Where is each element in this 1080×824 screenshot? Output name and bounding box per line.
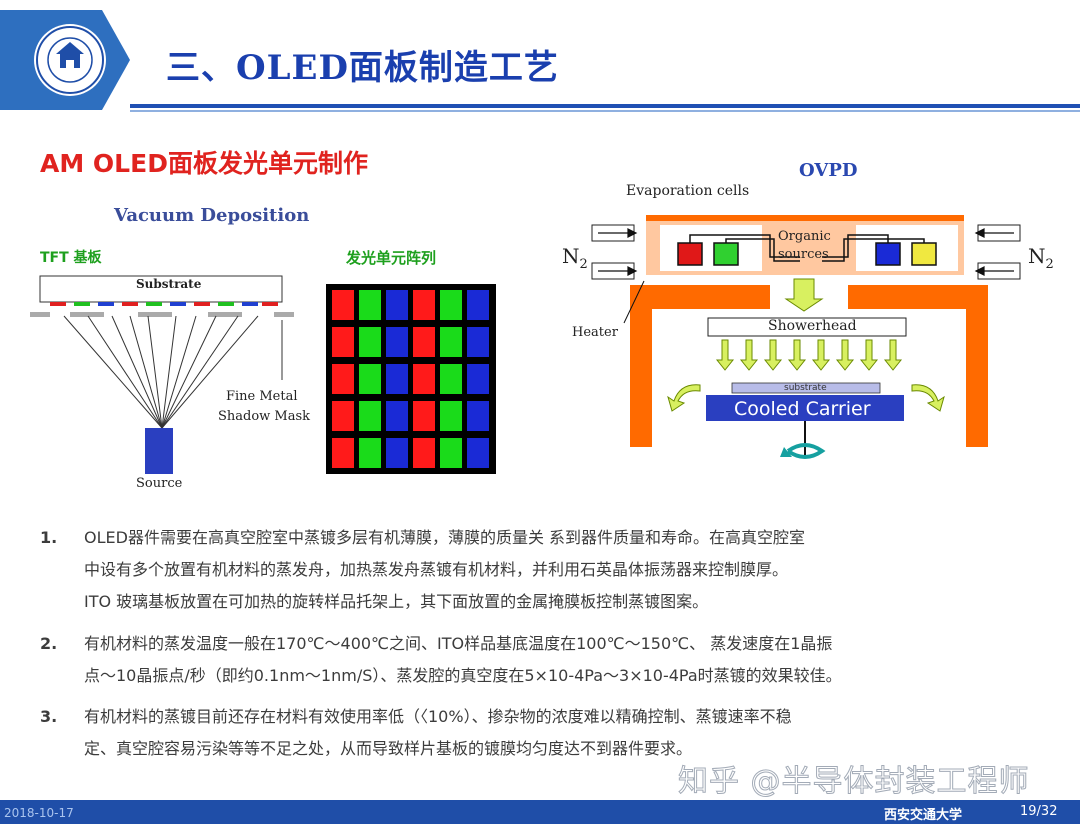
pixel-cell (467, 364, 489, 394)
pixel-cell (332, 364, 354, 394)
university-logo (22, 10, 130, 110)
evaporation-cells-label: Evaporation cells (626, 183, 750, 199)
body-item-2-line-2: 点～10晶振点/秒（即约0.1nm～1nm/S）、蒸发腔的真空度在5×10-4P… (84, 666, 842, 685)
body-item-3-line-1: 有机材料的蒸镀目前还存在材料有效使用率低（〈10%）、掺杂物的浓度难以精确控制、… (84, 707, 792, 726)
pixel-cell (359, 364, 381, 394)
source-block (145, 428, 173, 474)
pixel-cell (440, 327, 462, 357)
pixel-cell (467, 327, 489, 357)
source-label: Source (136, 476, 183, 491)
pixel-cell (440, 438, 462, 468)
cell-blue (875, 242, 901, 266)
pixel-cell (332, 290, 354, 320)
pixel-cell (332, 401, 354, 431)
body-item-3-number: 3. (40, 707, 58, 726)
footer-bar (0, 800, 1080, 824)
n2-right-subscript: 2 (1045, 257, 1054, 272)
n2-right-label: N2 (1028, 244, 1054, 272)
body-item-1-line-3: ITO 玻璃基板放置在可加热的旋转样品托架上，其下面放置的金属掩膜板控制蒸镀图案… (84, 592, 709, 611)
cooled-carrier (706, 395, 904, 421)
pixel-cell (440, 290, 462, 320)
mask-label-line2: Shadow Mask (218, 409, 311, 424)
body-item-3-line-2: 定、真空腔容易污染等等不足之处，从而导致样片基板的镀膜均匀度达不到器件要求。 (84, 739, 693, 758)
organic-sources-line2: sources (778, 247, 829, 262)
showerhead-label: Showerhead (768, 318, 857, 334)
pixel-cell (413, 438, 435, 468)
pixel-cell (386, 401, 408, 431)
pixel-cell (440, 364, 462, 394)
mask-label-line1: Fine Metal (226, 389, 298, 404)
section-title: AM OLED面板发光单元制作 (40, 149, 368, 178)
pixel-cell (413, 401, 435, 431)
header-band (0, 0, 1080, 118)
pixel-cell (332, 438, 354, 468)
ovpd-title: OVPD (799, 160, 858, 181)
pixel-cell (359, 401, 381, 431)
substrate-box (39, 275, 283, 303)
pixel-cell (440, 401, 462, 431)
body-item-2-number: 2. (40, 634, 58, 653)
showerhead (707, 317, 907, 337)
title-underline (130, 104, 1080, 108)
header-accent-bar (0, 10, 22, 110)
footer-date: 2018-10-17 (4, 806, 74, 820)
heater-label: Heater (572, 325, 618, 340)
pixel-array-grid (326, 284, 496, 474)
pixel-cell (359, 327, 381, 357)
substrate-label: Substrate (136, 277, 202, 291)
pixel-cell (386, 290, 408, 320)
title-underline-light (130, 110, 1080, 112)
ovpd-diagram (591, 215, 1021, 459)
body-item-1-line-1: OLED器件需要在高真空腔室中蒸镀多层有机薄膜，薄膜的质量关 系到器件质量和寿命… (84, 528, 806, 547)
body-item-2-line-1: 有机材料的蒸发温度一般在170℃～400℃之间、ITO样品基底温度在100℃～1… (84, 634, 833, 653)
body-item-1-number: 1. (40, 528, 58, 547)
ovpd-substrate-label: substrate (784, 383, 827, 393)
cooled-carrier-label: Cooled Carrier (734, 398, 871, 420)
pixel-cell (359, 290, 381, 320)
vacuum-deposition-title: Vacuum Deposition (114, 205, 310, 226)
tft-substrate-label: TFT 基板 (40, 250, 102, 266)
cell-yellow (911, 242, 937, 266)
body-item-1-line-2: 中设有多个放置有机材料的蒸发舟，加热蒸发舟蒸镀有机材料，并利用石英晶体振荡器来控… (84, 560, 789, 579)
pixel-array-label: 发光单元阵列 (346, 249, 437, 267)
pixel-cell (386, 438, 408, 468)
cell-red (677, 242, 703, 266)
watermark: 知乎 @半导体封装工程师 (678, 764, 1030, 800)
pixel-cell (386, 364, 408, 394)
page-title: 三、OLED面板制造工艺 (166, 48, 559, 88)
ovpd-substrate (731, 382, 881, 394)
pixel-cell (467, 401, 489, 431)
pixel-cell (359, 438, 381, 468)
pixel-cell (467, 438, 489, 468)
pixel-cell (332, 327, 354, 357)
footer-page-number: 19/32 (1020, 804, 1058, 819)
pixel-cell (413, 327, 435, 357)
cell-green (713, 242, 739, 266)
n2-left-label: N2 (562, 244, 588, 272)
pixel-cell (467, 290, 489, 320)
pixel-cell (413, 364, 435, 394)
pixel-cell (386, 327, 408, 357)
n2-left-subscript: 2 (579, 257, 588, 272)
pixel-cell (413, 290, 435, 320)
footer-school-name: 西安交通大学 (884, 808, 963, 823)
organic-sources-line1: Organic (778, 229, 831, 244)
vacuum-deposition-diagram (30, 275, 294, 474)
